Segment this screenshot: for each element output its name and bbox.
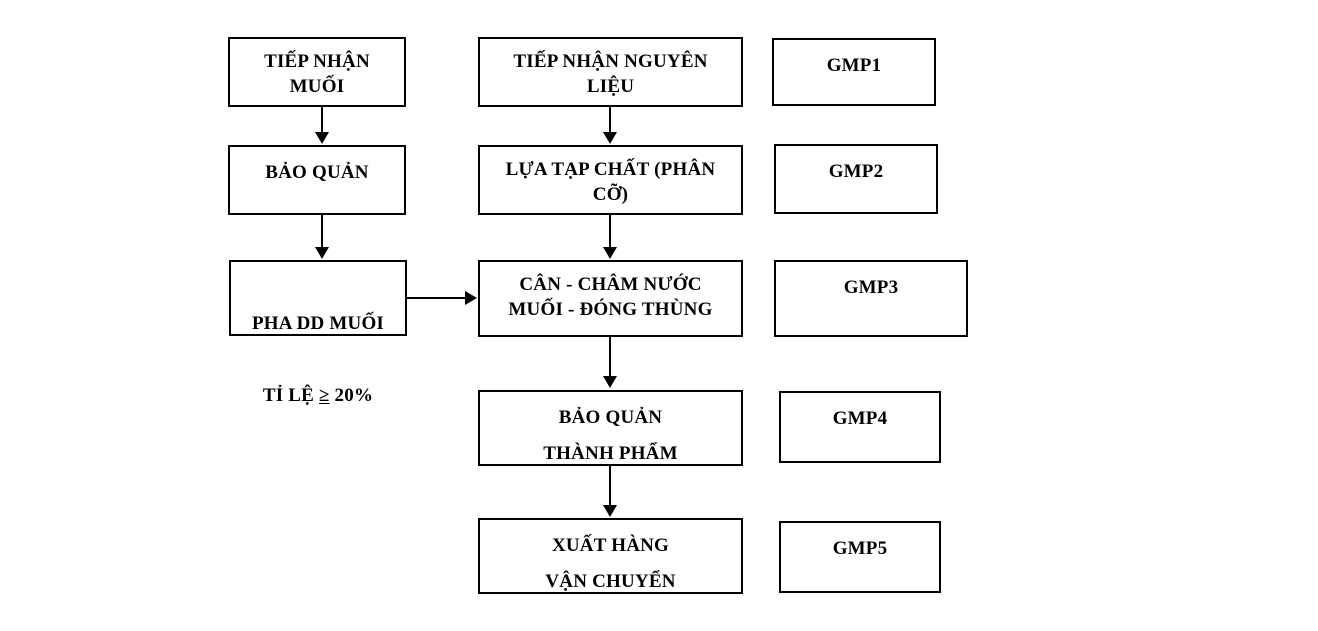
connector-baoquanthanhpham-to-xuathang-line [609,466,611,507]
node-lua-tap-chat-label: LỰA TẠP CHẤT (PHÂN CỠ) [505,159,716,205]
connector-muoi-to-baoquan-arrowhead [315,132,329,144]
connector-pha-to-can-line [407,297,467,299]
node-gmp2-label: GMP2 [828,161,884,182]
connector-baoquanthanhpham-to-xuathang-arrowhead [603,505,617,517]
node-gmp3-label: GMP3 [843,277,899,298]
node-bao-quan-thanh-pham[interactable]: BẢO QUẢN THÀNH PHẨM [478,390,743,466]
node-pha-dd-muoi-label: PHA DD MUỐI TỈ LỆ ≥ 20% [231,262,405,414]
node-bao-quan[interactable]: BẢO QUẢN [228,145,406,215]
connector-nguyenlieu-to-luatapchat-arrowhead [603,132,617,144]
node-tiep-nhan-muoi-label: TIẾP NHẬN MUỐI [264,51,370,97]
node-gmp1[interactable]: GMP1 [772,38,936,106]
connector-can-to-baoquanthanhpham-line [609,337,611,378]
node-bao-quan-label: BẢO QUẢN [265,162,369,183]
node-gmp3[interactable]: GMP3 [774,260,968,337]
node-xuat-hang-label: XUẤT HÀNG VẬN CHUYỂN [545,535,676,592]
node-gmp1-label: GMP1 [826,55,882,76]
connector-baoquan-to-pha-line [321,215,323,249]
node-tiep-nhan-nguyen-lieu-label: TIẾP NHẬN NGUYÊN LIỆU [513,51,708,97]
pha-dd-muoi-line2-prefix: TỈ LỆ [262,385,319,406]
pha-dd-muoi-line2-suffix: 20% [329,385,374,406]
greater-equal-symbol: ≥ [318,385,330,406]
node-tiep-nhan-muoi[interactable]: TIẾP NHẬN MUỐI [228,37,406,107]
node-bao-quan-thanh-pham-label: BẢO QUẢN THÀNH PHẨM [543,407,678,464]
connector-pha-to-can-arrowhead [465,291,477,305]
node-tiep-nhan-nguyen-lieu[interactable]: TIẾP NHẬN NGUYÊN LIỆU [478,37,743,107]
connector-nguyenlieu-to-luatapchat-line [609,107,611,134]
node-lua-tap-chat[interactable]: LỰA TẠP CHẤT (PHÂN CỠ) [478,145,743,215]
node-can-cham-nuoc-label: CÂN - CHÂM NƯỚC MUỐI - ĐÓNG THÙNG [508,274,713,320]
node-pha-dd-muoi[interactable]: PHA DD MUỐI TỈ LỆ ≥ 20% [229,260,407,406]
connector-luatapchat-to-can-line [609,215,611,249]
node-xuat-hang[interactable]: XUẤT HÀNG VẬN CHUYỂN [478,518,743,594]
pha-dd-muoi-line1: PHA DD MUỐI [251,313,385,334]
node-gmp4-label: GMP4 [832,408,888,429]
connector-luatapchat-to-can-arrowhead [603,247,617,259]
node-can-cham-nuoc[interactable]: CÂN - CHÂM NƯỚC MUỐI - ĐÓNG THÙNG [478,260,743,337]
connector-muoi-to-baoquan-line [321,107,323,134]
node-gmp4[interactable]: GMP4 [779,391,941,463]
node-gmp5-label: GMP5 [832,538,888,559]
connector-baoquan-to-pha-arrowhead [315,247,329,259]
node-gmp5[interactable]: GMP5 [779,521,941,593]
connector-can-to-baoquanthanhpham-arrowhead [603,376,617,388]
node-gmp2[interactable]: GMP2 [774,144,938,214]
